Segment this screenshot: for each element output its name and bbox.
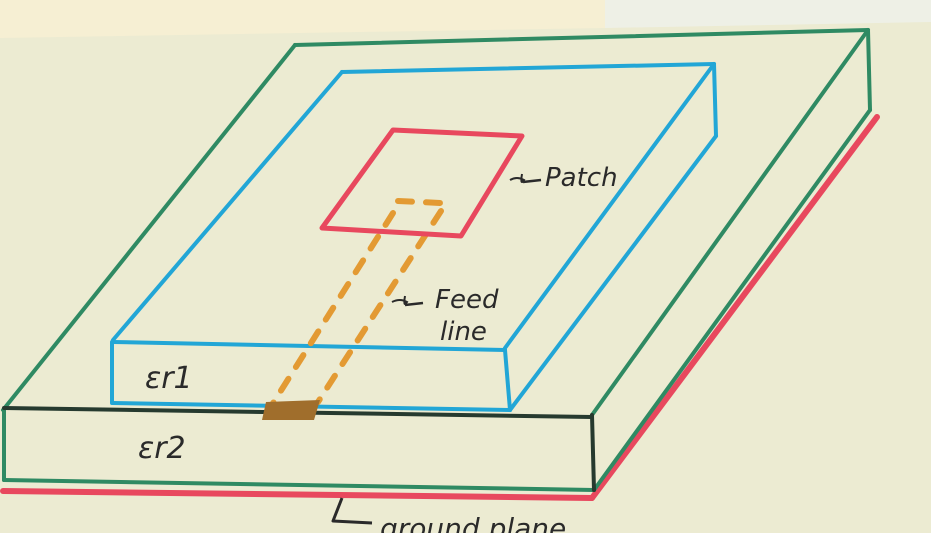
feed-label-line2: line — [440, 317, 487, 347]
ground-plane — [0, 114, 880, 501]
lower-substrate — [1, 28, 872, 492]
top-paper-strip — [0, 0, 605, 38]
ground-pointer — [331, 497, 373, 525]
patch-pointer — [509, 173, 526, 183]
top-right-paper — [605, 0, 931, 28]
patch-label: Patch — [545, 163, 618, 193]
patch-pointer-line — [522, 178, 542, 184]
feed-port — [262, 400, 320, 420]
patch — [319, 127, 525, 239]
feed-label-line1: Feed — [435, 285, 499, 315]
feed-pointer — [391, 295, 409, 305]
epsilon-r2-label: εr2 — [138, 431, 186, 466]
epsilon-r1-label: εr1 — [145, 361, 193, 396]
feed-pointer-line — [404, 301, 424, 307]
feed-line — [267, 198, 444, 411]
ground-plane-label: ground plane — [380, 512, 566, 533]
